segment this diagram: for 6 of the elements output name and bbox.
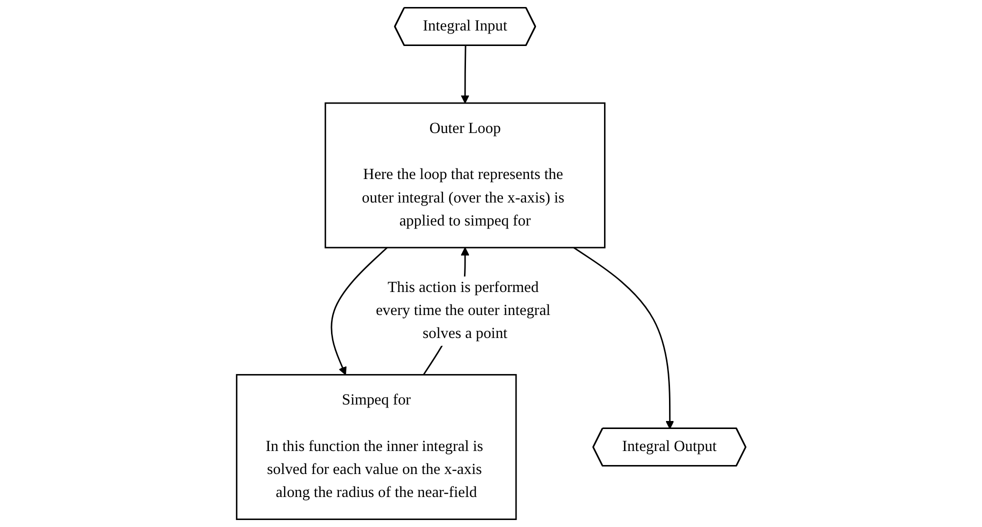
arrow [460, 46, 470, 104]
node-box: Simpeq for In this function the inner integral is solved for each value on the x-axis along the radius of the near-field [236, 374, 517, 520]
edge-label: This action is performed every time the outer integral solves a point [376, 279, 550, 342]
node-box: Outer Loop Here the loop that represents the outer integral (over the x-axis) is applied to simpeq for [324, 102, 606, 248]
arrow [573, 247, 674, 430]
arrow [330, 247, 388, 376]
